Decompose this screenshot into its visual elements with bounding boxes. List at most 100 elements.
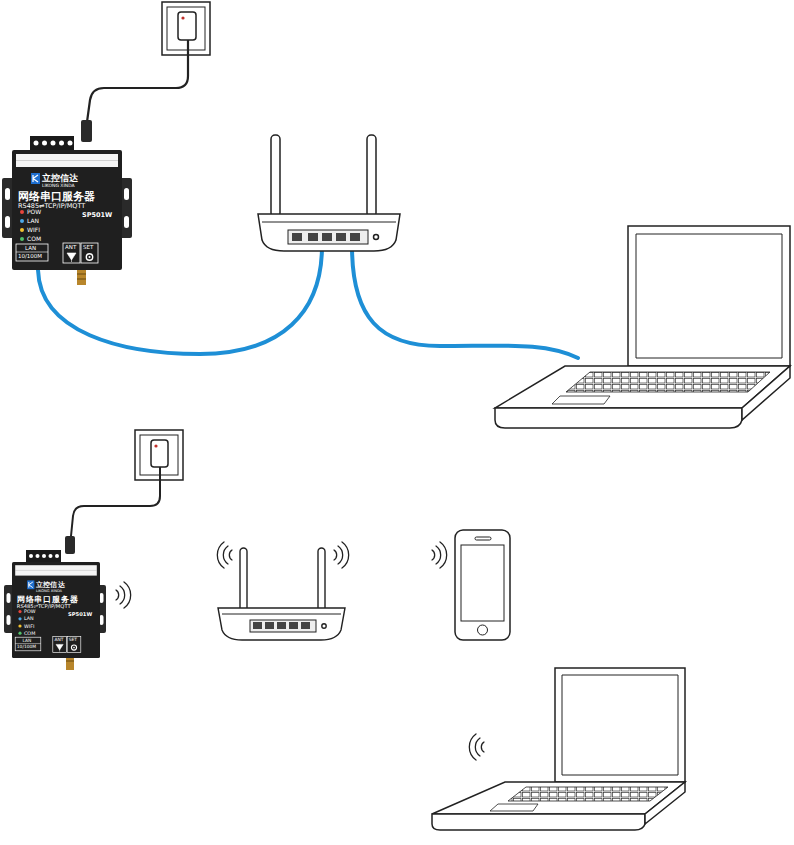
router-part bbox=[289, 622, 298, 629]
label-strip bbox=[15, 565, 97, 575]
device-label: LAN bbox=[22, 639, 31, 643]
wifi-waves-part bbox=[432, 550, 435, 560]
antenna-connector-part bbox=[77, 269, 86, 285]
mounting-ear-part bbox=[124, 188, 129, 200]
wifi-waves-part bbox=[334, 550, 337, 560]
device-label: ANT bbox=[54, 638, 63, 642]
led bbox=[20, 228, 24, 232]
antenna-symbol bbox=[56, 644, 63, 651]
label-strip-line bbox=[16, 160, 118, 161]
antenna-connector bbox=[77, 269, 86, 285]
wifi-waves-part bbox=[342, 542, 349, 568]
device-label: LAN bbox=[27, 218, 39, 224]
device-label: WIFI bbox=[24, 624, 34, 629]
antenna-connector-part bbox=[77, 274, 86, 275]
set-button bbox=[86, 254, 92, 260]
router-part bbox=[322, 233, 332, 241]
power-cable-part bbox=[87, 40, 188, 122]
phone-part bbox=[455, 530, 510, 640]
laptop-part bbox=[562, 675, 678, 775]
device-label: SET bbox=[69, 638, 77, 642]
terminal-block-part bbox=[30, 136, 74, 151]
led bbox=[18, 617, 21, 620]
router-part bbox=[222, 614, 341, 615]
label-strip bbox=[16, 154, 118, 167]
phone-part bbox=[475, 537, 491, 540]
wall-outlet-part bbox=[154, 444, 157, 447]
device-label: LAN bbox=[25, 246, 36, 252]
laptop-part bbox=[555, 668, 685, 782]
device-label: POW bbox=[24, 609, 35, 614]
router-part bbox=[318, 548, 325, 614]
device-label: 10/100M bbox=[17, 645, 36, 649]
led bbox=[20, 210, 24, 214]
wifi-waves-part bbox=[223, 546, 228, 564]
device-label: LAN bbox=[24, 616, 34, 621]
mounting-ear-part bbox=[5, 216, 10, 228]
wifi-waves-part bbox=[229, 550, 232, 560]
logo-icon bbox=[27, 580, 34, 589]
power-plug-part bbox=[65, 536, 75, 554]
router-part bbox=[240, 548, 247, 614]
power-plug-part bbox=[81, 120, 92, 142]
wifi-waves-part bbox=[440, 542, 447, 568]
device-label: SET bbox=[83, 245, 93, 251]
terminal-block-part bbox=[49, 554, 53, 558]
laptop-part bbox=[636, 234, 782, 358]
wifi-waves-part bbox=[120, 586, 125, 604]
wifi-waves-part bbox=[475, 738, 480, 756]
laptop bbox=[432, 668, 685, 830]
device-label: 立控信达 bbox=[42, 174, 78, 183]
wifi-waves-part bbox=[124, 582, 131, 608]
wall-outlet bbox=[162, 2, 210, 55]
device-label: COM bbox=[27, 236, 41, 242]
laptop-part bbox=[432, 814, 645, 830]
wifi-waves-part bbox=[217, 542, 224, 568]
wall-outlet-part bbox=[181, 16, 184, 19]
wifi-waves bbox=[116, 542, 484, 760]
device-label: SP501W bbox=[82, 212, 112, 219]
mounting-ear-part bbox=[124, 216, 129, 228]
router-part bbox=[367, 135, 376, 217]
led bbox=[20, 219, 24, 223]
router-part bbox=[301, 622, 310, 629]
router-part bbox=[265, 622, 274, 629]
wall-outlet-part bbox=[167, 7, 205, 50]
device-label: COM bbox=[24, 631, 35, 636]
router-part bbox=[271, 135, 280, 217]
terminal-block-part bbox=[34, 141, 39, 146]
power-plug bbox=[65, 536, 75, 554]
device-label: 网络串口服务器 bbox=[18, 191, 95, 202]
terminal-block-part bbox=[36, 554, 40, 558]
router-part bbox=[292, 233, 302, 241]
laptop-part bbox=[628, 226, 790, 366]
router-part bbox=[336, 233, 346, 241]
router-part bbox=[253, 622, 262, 629]
port-frame bbox=[15, 637, 41, 651]
mounting-ear-part bbox=[5, 188, 10, 200]
serial-server: 立控信达LIKONG XINDA网络串口服务器RS485⇌TCP/IP/MQTT… bbox=[12, 150, 122, 270]
terminal-block bbox=[26, 550, 61, 563]
led bbox=[18, 632, 21, 635]
antenna-symbol bbox=[67, 253, 76, 262]
port-frame bbox=[15, 643, 41, 644]
device-label: SP501W bbox=[68, 612, 92, 617]
wifi-waves-part bbox=[481, 742, 484, 752]
router-part bbox=[218, 608, 345, 640]
wifi-waves-part bbox=[338, 546, 343, 564]
laptop-part bbox=[552, 396, 610, 404]
device-label: LIKONG XINDA bbox=[36, 589, 62, 593]
router-part bbox=[277, 622, 286, 629]
router-part bbox=[322, 624, 326, 628]
led bbox=[20, 237, 24, 241]
laptop-part bbox=[490, 804, 538, 811]
terminal-block-part bbox=[51, 141, 56, 146]
wall-outlet-part bbox=[151, 440, 168, 467]
port-frame bbox=[67, 636, 81, 652]
power-cable bbox=[71, 467, 160, 536]
device-label: 10/100M bbox=[18, 254, 42, 260]
terminal-block-part bbox=[42, 554, 46, 558]
serial-server: 立控信达LIKONG XINDA网络串口服务器RS485⇌TCP/IP/MQTT… bbox=[12, 562, 100, 658]
logo-icon bbox=[31, 173, 40, 184]
router-part bbox=[350, 233, 360, 241]
